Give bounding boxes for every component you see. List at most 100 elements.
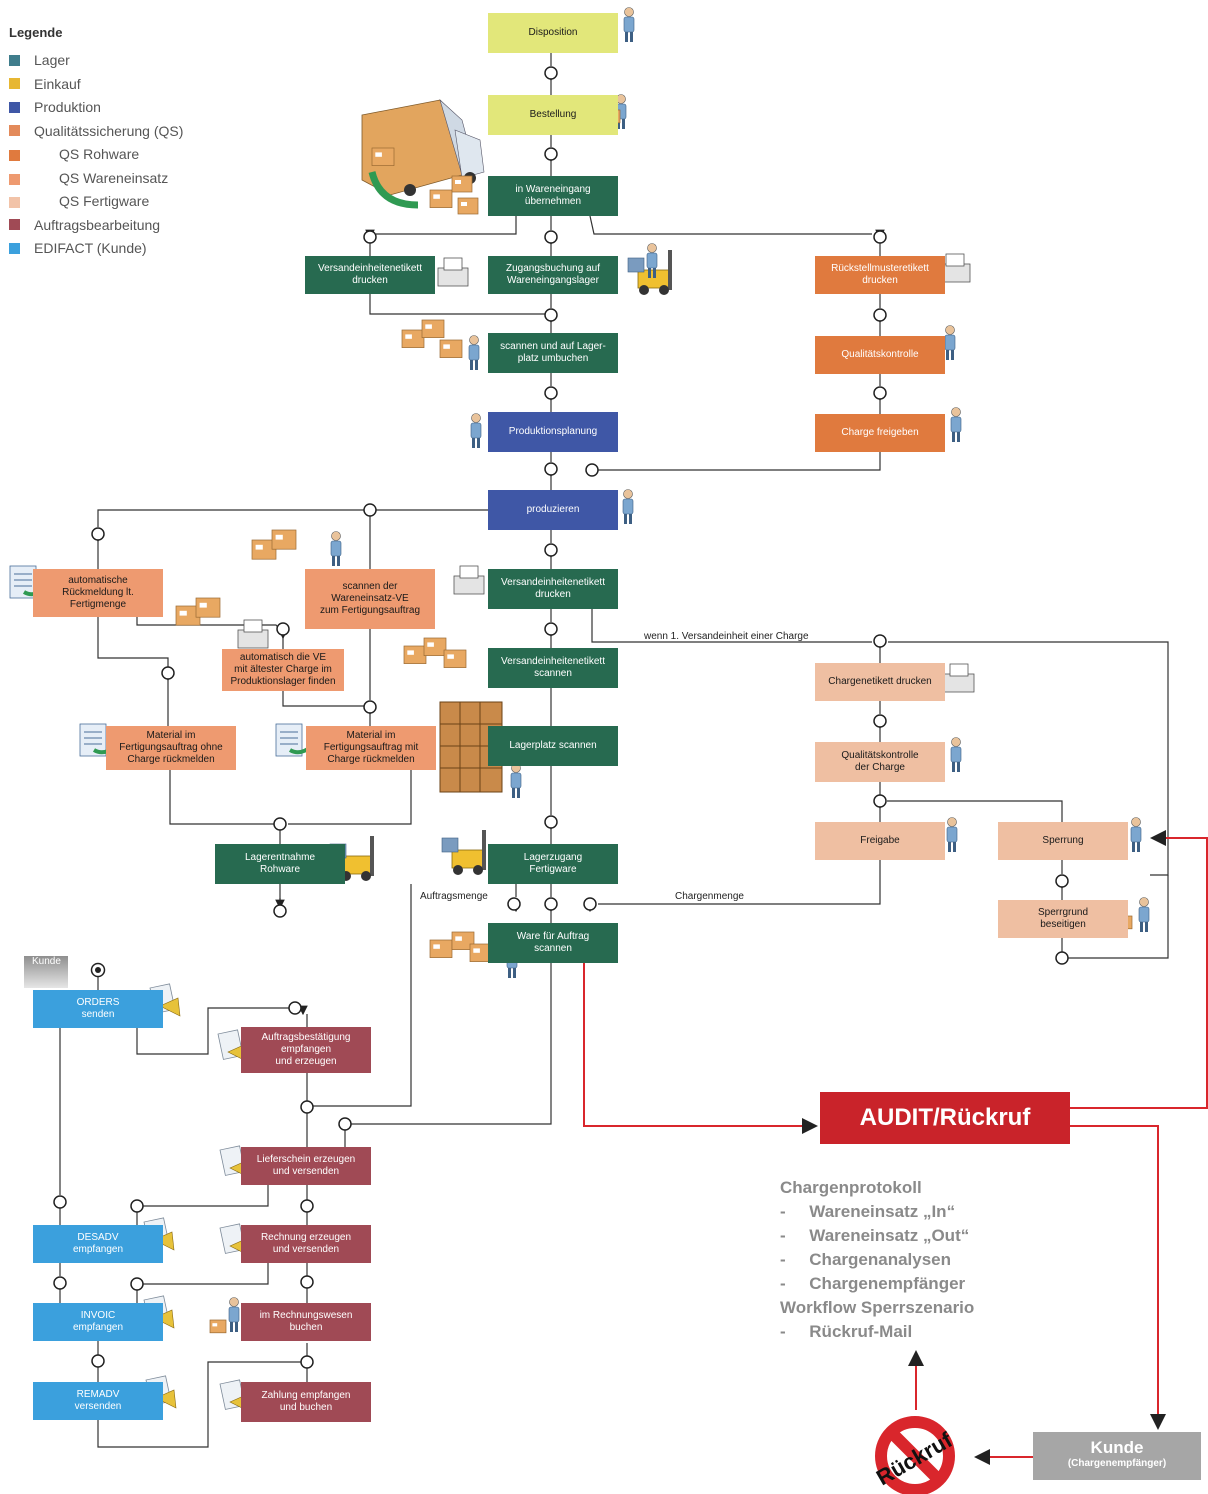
node-desadv[interactable]: DESADV empfangen [33,1225,163,1263]
legend-swatch [9,173,20,185]
junction-circle [130,1277,144,1291]
node-orders[interactable]: ORDERS senden [33,990,163,1028]
pallet-box-icon [443,649,467,668]
node-zugangsbuchung[interactable]: Zugangsbuchung auf Wareneingangslager [488,256,618,294]
node-ve-etikett-scannen[interactable]: Versandeinheitenetikett scannen [488,648,618,688]
node-scannen-wareneinsatz[interactable]: scannen der Wareneinsatz-VE zum Fertigun… [305,569,435,629]
node-rechnungswesen[interactable]: im Rechnungswesen buchen [241,1303,371,1341]
worker-icon [468,335,480,370]
approver-icon [946,817,958,852]
worker-icon [1138,897,1150,932]
node-sperrgrund[interactable]: Sperrgrund beseitigen [998,900,1128,938]
junction-circle [873,714,887,728]
junction-circle [53,1195,67,1209]
junction-circle [873,634,887,648]
junction-circle [288,1001,302,1015]
junction-circle [300,1355,314,1369]
planner-icon [470,413,482,448]
node-qualitaetskontrolle[interactable]: Qualitätskontrolle [815,336,945,374]
junction-circle [544,815,558,829]
kunde-subtitle: (Chargenempfänger) [1067,1458,1167,1469]
node-disposition[interactable]: Disposition [488,13,618,53]
worker-icon [330,531,342,566]
legend-item: QS Wareneinsatz [59,170,168,186]
connector-line [97,509,488,527]
node-qk-charge[interactable]: Qualitätskontrolle der Charge [815,742,945,782]
audit-connector [1070,830,1208,1109]
connector-line [1068,875,1169,959]
printer-icon [453,565,485,595]
junction-circle [544,462,558,476]
node-auftragsbestaetigung[interactable]: Auftragsbestätigung empfangen und erzeug… [241,1027,371,1073]
connector-line [376,216,517,235]
node-auto-rueckmeldung[interactable]: automatische Rückmeldung lt. Fertigmenge [33,569,163,617]
junction-circle [276,622,290,636]
legend-item: Produktion [9,99,101,115]
junction-circle [363,700,377,714]
legend-label: Qualitätssicherung (QS) [34,122,184,139]
dispatcher-icon [623,7,635,42]
connector-line [313,884,412,1107]
connector-line [598,860,881,905]
node-lagerentnahme[interactable]: Lagerentnahme Rohware [215,844,345,884]
node-produzieren[interactable]: produzieren [488,490,618,530]
node-zahlung[interactable]: Zahlung empfangen und buchen [241,1382,371,1422]
junction-circle [544,66,558,80]
node-material-ohne[interactable]: Material im Fertigungsauftrag ohne Charg… [106,726,236,770]
node-lagerzugang[interactable]: Lagerzugang Fertigware [488,844,618,884]
legend-label: QS Rohware [59,146,140,162]
audit-rueckruf-box[interactable]: AUDIT/Rückruf [820,1092,1070,1144]
pallet-box-icon [271,529,297,550]
node-sperrung[interactable]: Sperrung [998,822,1128,860]
connector-line [591,609,872,643]
package-stack-icon [451,175,473,193]
node-material-mit[interactable]: Material im Fertigungsauftrag mit Charge… [306,726,436,770]
node-rechnung[interactable]: Rechnung erzeugen und versenden [241,1225,371,1263]
legend-swatch [9,54,20,66]
protokoll-heading: Chargenprotokoll [780,1178,922,1197]
node-freigabe[interactable]: Freigabe [815,822,945,860]
connector-line [143,1185,269,1207]
node-lagerplatz-scannen[interactable]: Lagerplatz scannen [488,726,618,766]
truck-icon [361,99,485,209]
start-node-icon [90,962,106,978]
node-ware-scannen[interactable]: Ware für Auftrag scannen [488,923,618,963]
legend-swatch [9,242,20,254]
approver-icon [950,407,962,442]
node-invoic[interactable]: INVOIC empfangen [33,1303,163,1341]
node-ve-etikett-drucken[interactable]: Versandeinheitenetikett drucken [305,256,435,294]
connector-line [288,770,412,825]
connector-line [589,215,872,235]
junction-circle [273,817,287,831]
node-rueckstell[interactable]: Rückstellmusteretikett drucken [815,256,945,294]
junction-circle [363,503,377,517]
node-produktionsplanung[interactable]: Produktionsplanung [488,412,618,452]
junction-circle [130,1199,144,1213]
junction-circle [1055,874,1069,888]
node-charge-freigeben[interactable]: Charge freigeben [815,414,945,452]
junction-circle [544,543,558,557]
pallet-box-icon [451,931,475,950]
connector-line [282,691,364,707]
protokoll-item: - Wareneinsatz „In“ [780,1202,956,1221]
node-ve-etikett-drucken2[interactable]: Versandeinheitenetikett drucken [488,569,618,609]
node-lieferschein[interactable]: Lieferschein erzeugen und versenden [241,1147,371,1185]
printer-icon [943,663,975,693]
legend-label: Auftragsbearbeitung [34,216,161,233]
junction-circle [544,308,558,322]
package-stack-icon [429,189,453,208]
node-auto-ve[interactable]: automatisch die VE mit ältester Charge i… [222,649,344,691]
junction-circle [544,897,558,911]
node-bestellung[interactable]: Bestellung [488,95,618,135]
pallet-box-icon [421,319,445,338]
node-wareneingang[interactable]: in Wareneingang übernehmen [488,176,618,216]
node-chargenetikett[interactable]: Chargenetikett drucken [815,663,945,701]
legend-label: QS Wareneinsatz [59,169,169,186]
junction-circle [544,147,558,161]
legend-item: QS Rohware [59,146,139,162]
legend-swatch [9,150,20,161]
legend-label: Einkauf [34,75,81,92]
node-scannen-lagerplatz[interactable]: scannen und auf Lager- platz umbuchen [488,333,618,373]
junction-circle [91,1354,105,1368]
node-remadv[interactable]: REMADV versenden [33,1382,163,1420]
